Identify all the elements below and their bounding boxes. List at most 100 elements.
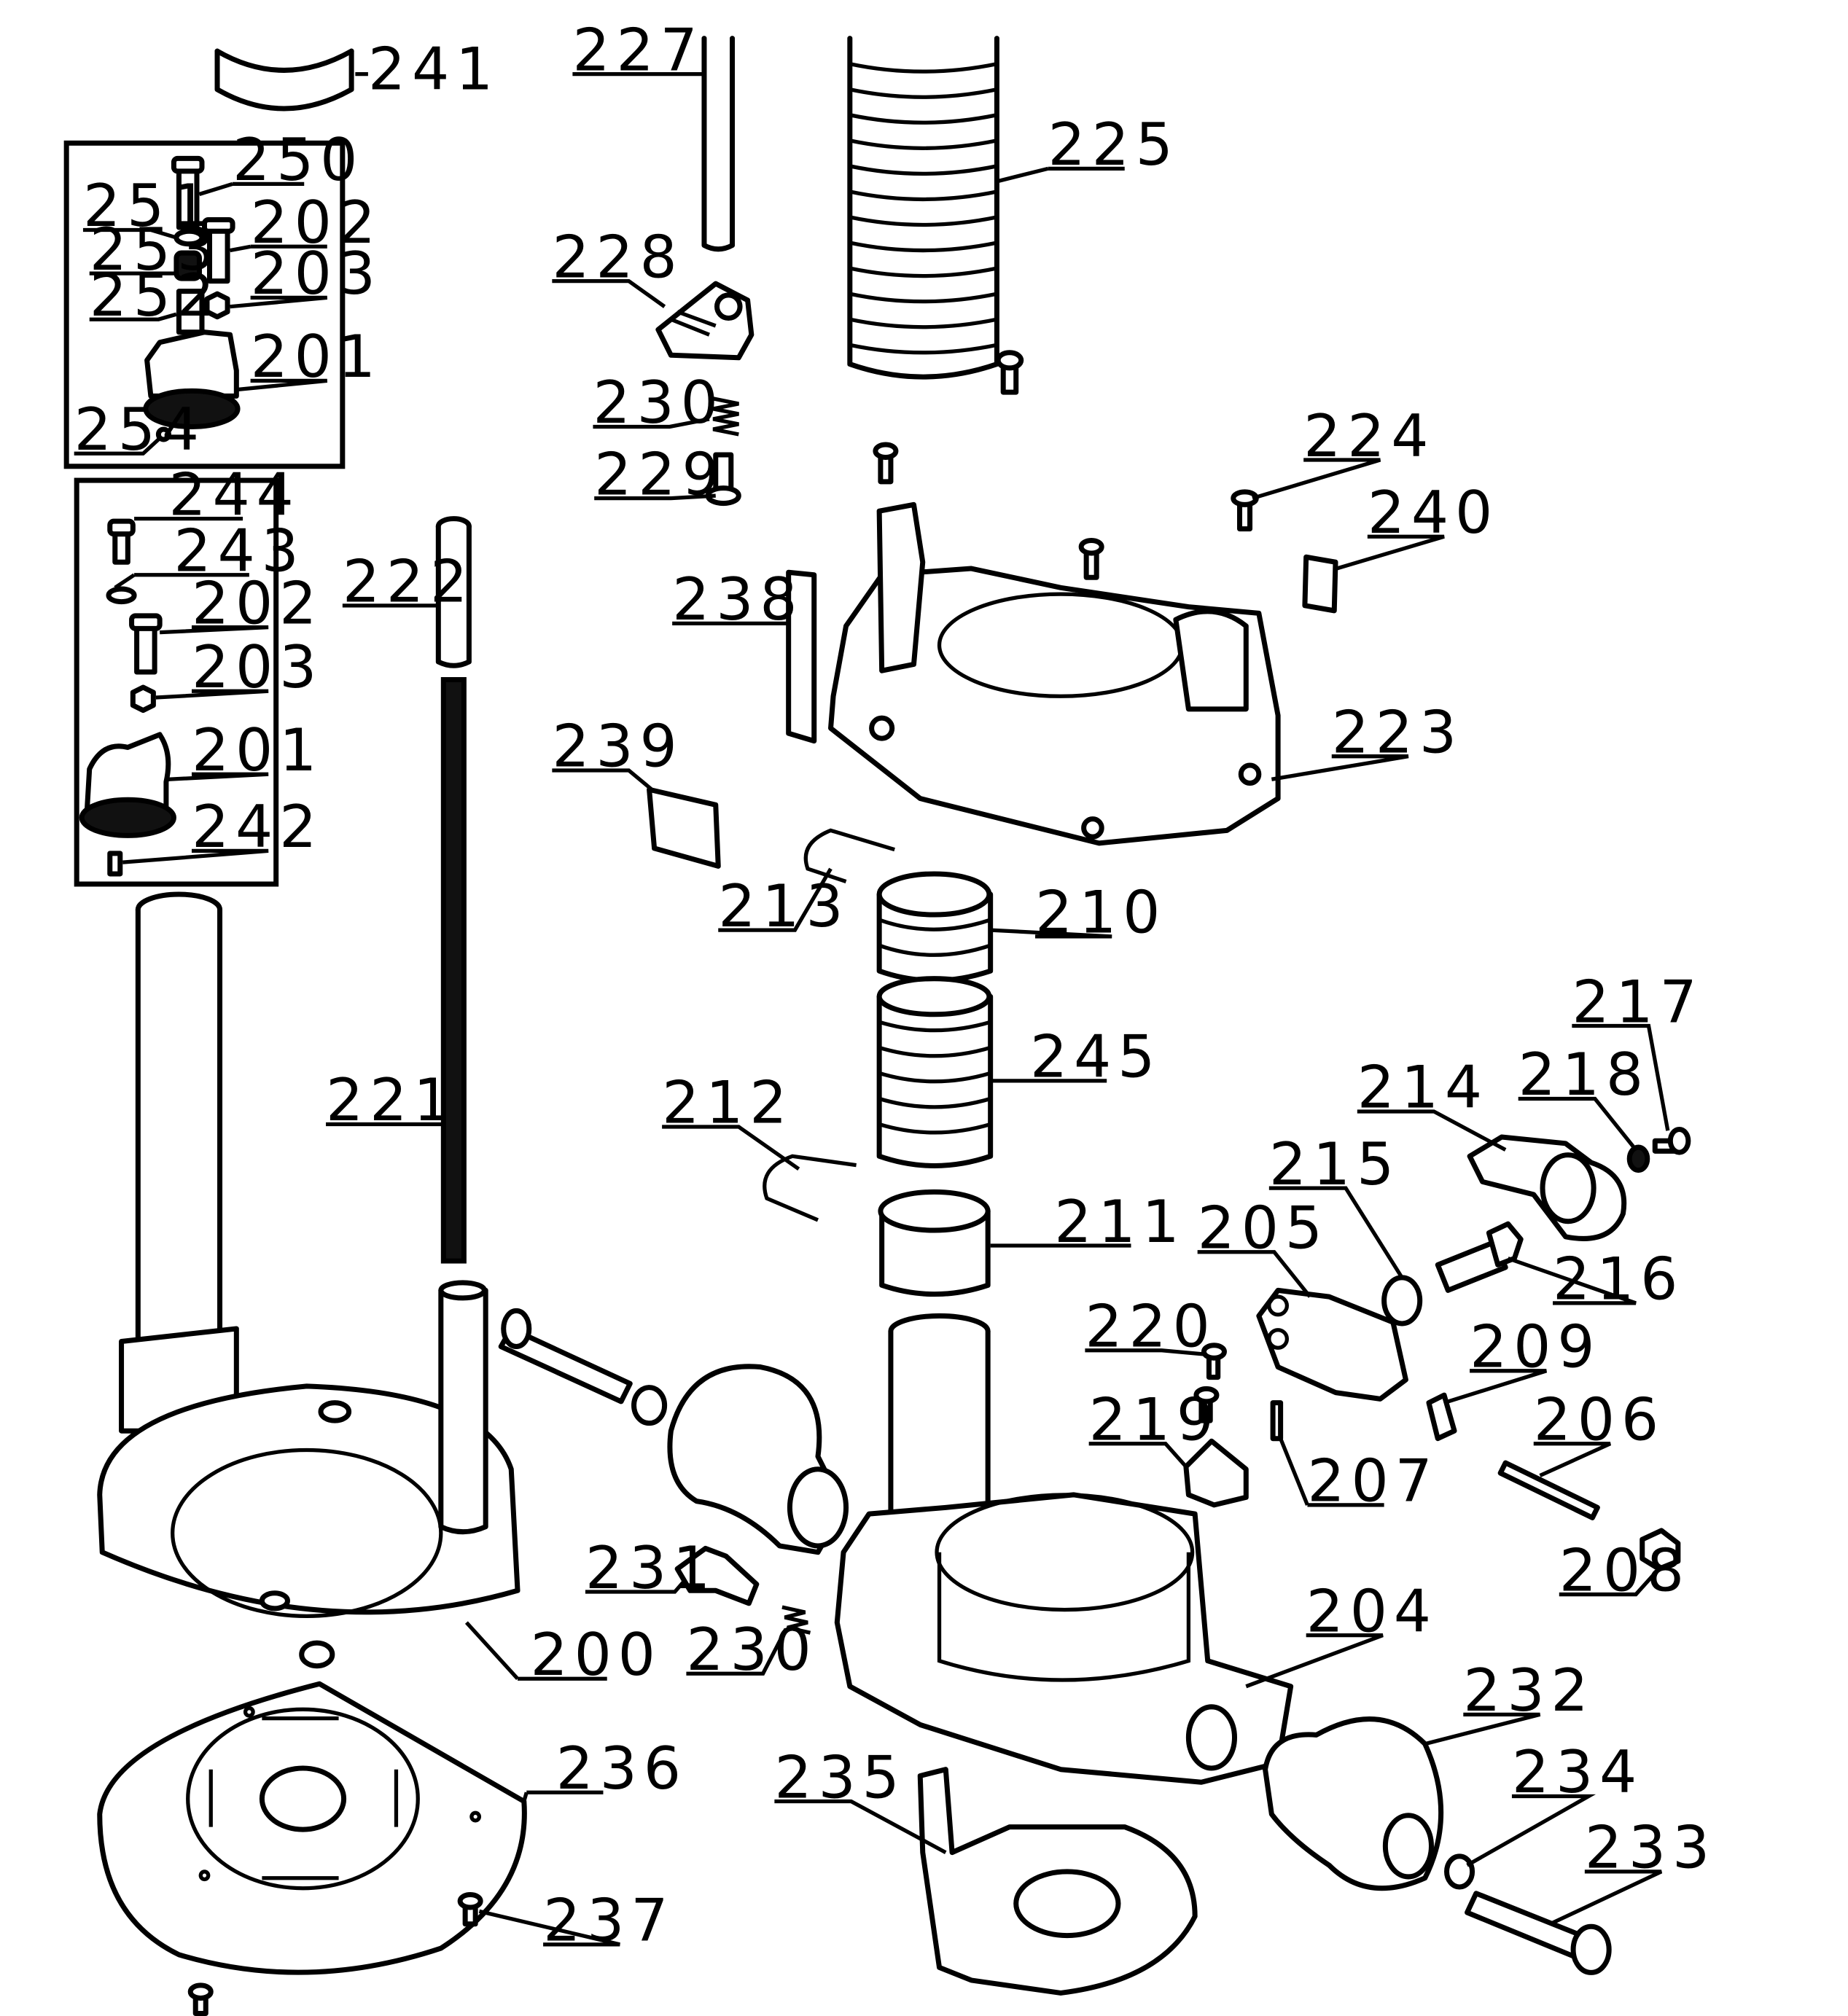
- screws-upper: [873, 442, 1259, 580]
- part-231-lever: [674, 1545, 760, 1606]
- callout-236: 236: [556, 1735, 687, 1803]
- part-230-spring-upper: [712, 396, 739, 437]
- part-217-screw: [1652, 1127, 1691, 1155]
- inset2-parts: [79, 518, 176, 877]
- part-230-spring-lower: [781, 1605, 811, 1635]
- part-bolt-center: [498, 1308, 668, 1426]
- callout-201-upper: 201: [251, 323, 382, 391]
- part-219-bracket: [1183, 1438, 1249, 1508]
- part-216-bolt: [1435, 1221, 1524, 1293]
- inset-box-lower: [74, 477, 279, 887]
- part-222-tube: [435, 516, 472, 668]
- part-209-plate: [1426, 1392, 1457, 1442]
- callout-207: 207: [1307, 1447, 1438, 1516]
- part-215-spring: [1381, 1275, 1423, 1327]
- callout-217: 217: [1572, 968, 1703, 1036]
- callout-200: 200: [531, 1621, 662, 1689]
- callout-241: 241: [368, 36, 499, 104]
- callout-223: 223: [1332, 698, 1463, 767]
- callout-203-lower: 203: [192, 633, 323, 702]
- part-234-washer: [1444, 1853, 1475, 1890]
- callout-229: 229: [594, 440, 725, 509]
- callout-216: 216: [1553, 1246, 1684, 1314]
- callout-235: 235: [774, 1743, 905, 1812]
- part-245-spring: [876, 976, 994, 1168]
- inset-box-upper: [63, 140, 346, 469]
- part-229-bolt: [705, 452, 741, 507]
- callout-225: 225: [1048, 111, 1180, 179]
- callout-219: 219: [1089, 1386, 1220, 1454]
- callout-218: 218: [1518, 1041, 1650, 1109]
- part-212-clip: [763, 1154, 857, 1222]
- part-233-bolt: [1465, 1891, 1612, 1975]
- part-221-threaded-rod: [440, 677, 467, 1264]
- callout-239: 239: [552, 713, 683, 781]
- part-223-upper-housing: [828, 501, 1281, 846]
- callout-202-upper: 202: [251, 189, 382, 257]
- callout-243: 243: [174, 517, 305, 586]
- part-236-base-plate: [97, 1681, 527, 1975]
- callout-252: 252: [90, 262, 221, 330]
- part-211-collar: [878, 1189, 991, 1297]
- callout-230-upper: 230: [593, 369, 724, 437]
- callout-234: 234: [1512, 1738, 1643, 1807]
- leader-lines: [74, 72, 1670, 1947]
- callout-220: 220: [1085, 1293, 1216, 1361]
- part-225-bellows: [847, 36, 1024, 395]
- callout-228: 228: [552, 223, 683, 292]
- part-206-pin: [1497, 1460, 1600, 1520]
- callout-237: 237: [543, 1887, 674, 1956]
- callout-232: 232: [1463, 1657, 1594, 1725]
- part-235-guard: [917, 1767, 1198, 1996]
- part-200-base: [97, 891, 521, 1669]
- callout-253: 253: [90, 216, 221, 284]
- callout-211: 211: [1054, 1188, 1185, 1257]
- callout-202-lower: 202: [192, 569, 323, 638]
- callout-254: 254: [74, 396, 206, 464]
- callout-250: 250: [233, 126, 364, 195]
- callout-208: 208: [1559, 1536, 1691, 1605]
- callout-209: 209: [1470, 1313, 1601, 1382]
- callout-240: 240: [1368, 479, 1499, 547]
- callout-238: 238: [672, 566, 803, 634]
- part-213-clip: [803, 828, 895, 883]
- part-227-rod: [701, 36, 736, 252]
- callout-222: 222: [343, 548, 474, 617]
- part-220-screws: [1193, 1343, 1227, 1423]
- part-knob-left: [667, 1364, 849, 1555]
- callout-204: 204: [1306, 1577, 1438, 1646]
- callout-251: 251: [83, 172, 214, 241]
- callout-labels: 241 227 225 250 251 202 253 203 252 201 …: [74, 16, 1716, 1956]
- callout-227: 227: [572, 16, 703, 85]
- inset1-parts: [143, 155, 241, 442]
- part-214-lever: [1467, 1134, 1627, 1241]
- part-237-screws: [187, 1891, 483, 2016]
- callout-221: 221: [326, 1066, 457, 1135]
- callout-206: 206: [1534, 1386, 1665, 1454]
- part-241-ring: [214, 48, 354, 112]
- part-207-pin: [1270, 1400, 1284, 1442]
- callout-212: 212: [662, 1069, 793, 1138]
- callout-201-lower: 201: [192, 716, 323, 785]
- part-218-washer: [1626, 1144, 1650, 1173]
- callout-224: 224: [1303, 402, 1435, 471]
- part-208-nut: [1640, 1528, 1681, 1572]
- callout-214: 214: [1357, 1054, 1489, 1122]
- part-228-lever: [655, 281, 755, 361]
- callout-230-lower: 230: [686, 1616, 817, 1684]
- callout-233: 233: [1585, 1814, 1716, 1883]
- part-205-latch: [1256, 1287, 1408, 1402]
- callout-210: 210: [1035, 879, 1166, 948]
- part-238-strip: [786, 569, 817, 744]
- callout-242: 242: [192, 793, 323, 862]
- part-232-knob: [1263, 1716, 1444, 1891]
- part-210-collar: [876, 871, 994, 983]
- callout-205: 205: [1198, 1195, 1329, 1263]
- callout-203-upper: 203: [251, 240, 382, 308]
- part-204-lower-housing: [834, 1313, 1294, 1785]
- callout-213: 213: [718, 872, 849, 941]
- callout-245: 245: [1030, 1023, 1161, 1092]
- callout-215: 215: [1269, 1130, 1400, 1199]
- part-239-plate: [647, 786, 721, 869]
